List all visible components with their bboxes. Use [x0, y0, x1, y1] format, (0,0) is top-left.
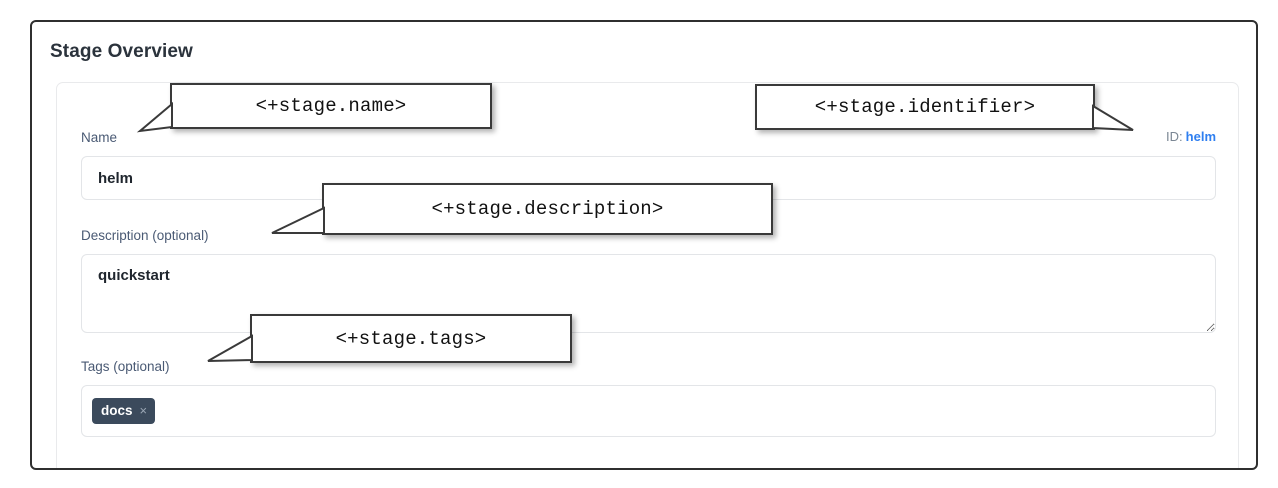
name-label-row: Name ID:helm	[81, 129, 1216, 147]
page-title: Stage Overview	[50, 41, 193, 62]
tag-chip-label: docs	[101, 403, 133, 418]
callout-stage-identifier: <+stage.identifier>	[755, 84, 1095, 130]
callout-tail-stage-description	[271, 206, 325, 234]
field-group-tags: Tags (optional) docs ×	[81, 358, 1216, 437]
name-field-label: Name	[81, 130, 118, 145]
tags-field-label: Tags (optional)	[81, 359, 170, 374]
callout-stage-description: <+stage.description>	[322, 183, 773, 235]
callout-tail-stage-identifier	[1092, 104, 1134, 131]
tag-remove-icon[interactable]: ×	[139, 403, 148, 418]
callout-tail-stage-name	[136, 101, 173, 133]
tag-chip-docs[interactable]: docs ×	[92, 398, 156, 424]
identifier-key-label: ID:	[1166, 129, 1183, 144]
description-label-row: Description (optional)	[81, 227, 1216, 245]
stage-overview-card: Name ID:helm Description (optional) quic…	[56, 82, 1239, 468]
tags-label-row: Tags (optional)	[81, 358, 1216, 376]
stage-identifier-readout: ID:helm	[1166, 129, 1216, 144]
callout-stage-tags: <+stage.tags>	[250, 314, 572, 363]
description-field-label: Description (optional)	[81, 228, 209, 243]
callout-tail-stage-tags	[207, 334, 253, 362]
identifier-value-link[interactable]: helm	[1185, 129, 1216, 144]
callout-stage-name: <+stage.name>	[170, 83, 492, 129]
tags-input[interactable]: docs ×	[81, 385, 1216, 437]
